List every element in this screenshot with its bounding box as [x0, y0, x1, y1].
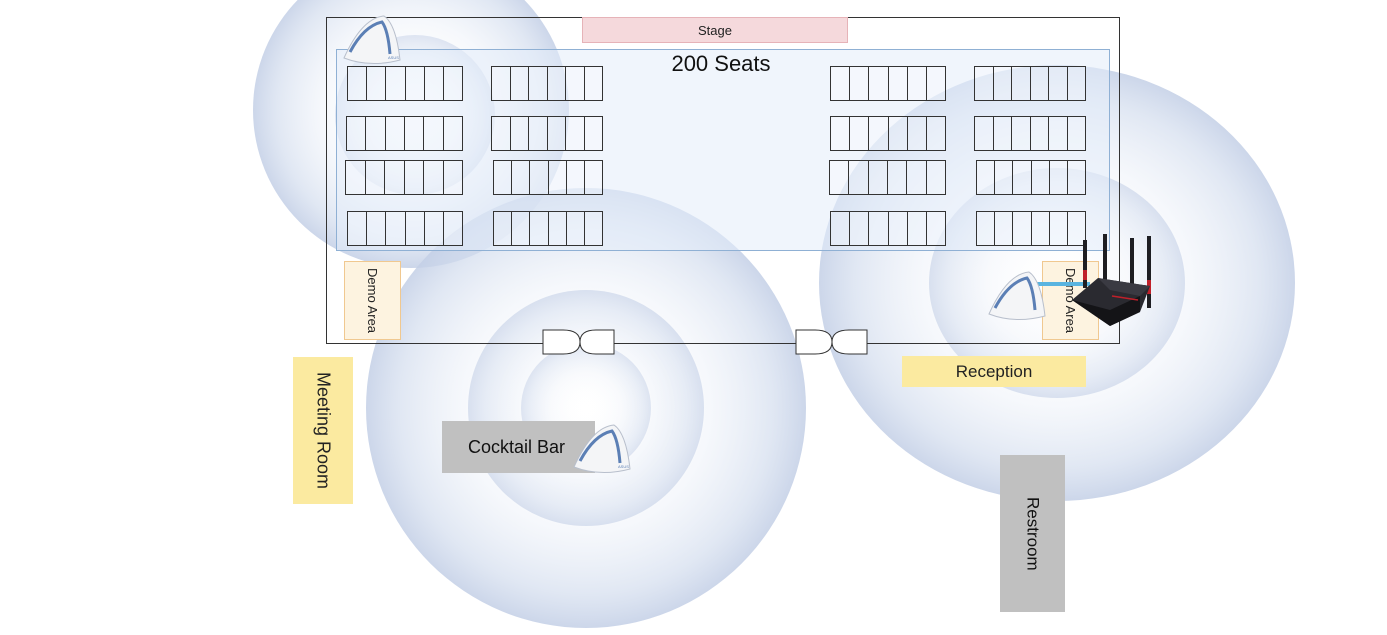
- seat-table: [491, 66, 603, 101]
- cocktail-bar-label: Cocktail Bar: [468, 436, 566, 457]
- seat-table: [829, 160, 946, 195]
- mesh-node-icon: ASUS: [573, 424, 631, 473]
- seat-table: [976, 211, 1086, 246]
- seat-table: [345, 160, 463, 195]
- hall-wall: [326, 343, 543, 344]
- brand-text: ASUS: [618, 464, 629, 469]
- brand-text: ASUS: [388, 55, 399, 60]
- mesh-node-icon: [988, 271, 1046, 320]
- restroom-label: Restroom: [1023, 496, 1043, 571]
- seat-table: [974, 66, 1086, 101]
- seat-table: [976, 160, 1086, 195]
- restroom: Restroom: [1000, 455, 1065, 612]
- demo-area-left: Demo Area: [344, 261, 401, 340]
- hall-wall: [614, 343, 796, 344]
- seat-table: [346, 116, 463, 151]
- seat-table: [830, 116, 946, 151]
- seating-label: 200 Seats: [671, 51, 771, 76]
- seat-table: [830, 66, 946, 101]
- seat-table: [347, 66, 463, 101]
- seat-table: [493, 211, 603, 246]
- cocktail-bar: Cocktail Bar: [442, 421, 595, 473]
- meeting-room: Meeting Room: [293, 357, 353, 504]
- seat-table: [493, 160, 603, 195]
- seat-table: [974, 116, 1086, 151]
- meeting-room-label: Meeting Room: [313, 371, 334, 490]
- seat-table: [830, 211, 946, 246]
- hall-wall: [867, 343, 1120, 344]
- seat-table: [491, 116, 603, 151]
- stage: Stage: [582, 17, 848, 43]
- mesh-node-icon: ASUS: [343, 15, 401, 64]
- double-door-icon: [795, 329, 868, 355]
- demo-area-label: Demo Area: [365, 267, 380, 334]
- router-icon: [1072, 234, 1151, 326]
- reception-label: Reception: [955, 361, 1033, 381]
- reception: Reception: [902, 356, 1086, 387]
- double-door-icon: [542, 329, 615, 355]
- seat-table: [347, 211, 463, 246]
